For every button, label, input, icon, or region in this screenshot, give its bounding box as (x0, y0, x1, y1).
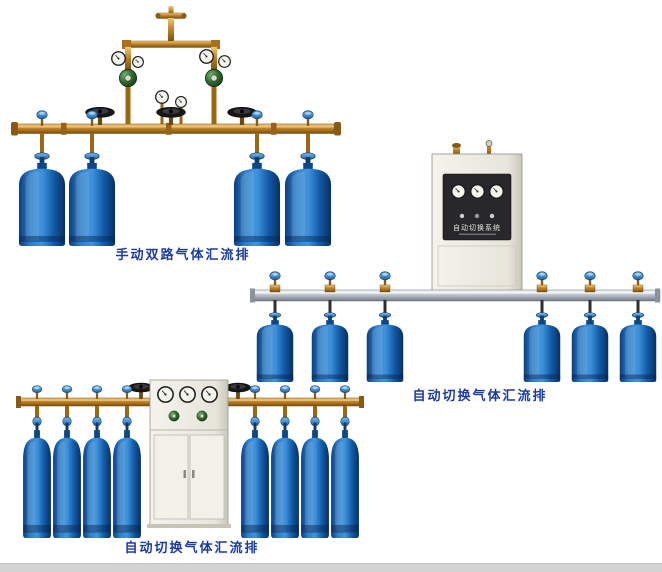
cabinet-door (189, 434, 225, 520)
gas-cylinder (68, 152, 116, 246)
gas-cylinder (52, 416, 82, 538)
blue-valve-knob-icon (269, 271, 281, 287)
pressure-gauge-icon (179, 386, 196, 403)
caption-auto-switch-wall: 自动切换气体汇流排 (412, 389, 548, 404)
pressure-gauge-icon (201, 386, 218, 403)
blue-valve-knob-icon (279, 385, 291, 399)
regulator-station-right (199, 49, 231, 124)
main-manifold-pipe (11, 122, 341, 136)
regulator-icon (168, 410, 180, 422)
regulator-icon (204, 69, 224, 88)
cabinet-panel-title: 自动切换系统 (453, 223, 501, 232)
illustration-manual-dual-manifold (11, 6, 341, 246)
cylinder-station (300, 385, 330, 538)
cylinder-station (256, 271, 294, 382)
pressure-gauge-icon (132, 56, 144, 68)
pressure-gauge-icon (111, 51, 126, 66)
cylinder-station (22, 385, 52, 538)
pressure-gauge-icon (199, 49, 214, 64)
regulator-icon (119, 69, 138, 88)
regulator-station-left (111, 51, 144, 124)
manifold-pipe (250, 288, 661, 303)
cylinder-station (68, 110, 116, 246)
blue-valve-knob-icon (632, 271, 644, 287)
gas-cylinder (112, 416, 142, 538)
cylinder-station (270, 385, 300, 538)
pressure-gauge-icon (175, 96, 187, 108)
cylinder-station (366, 271, 404, 382)
footer-strip (0, 563, 662, 572)
caption-auto-switch-floor: 自动切换气体汇流排 (124, 541, 260, 556)
blue-valve-knob-icon (379, 271, 391, 287)
cylinder-station (233, 110, 281, 246)
gas-cylinder (240, 416, 270, 538)
blue-valve-knob-icon (249, 385, 261, 399)
pressure-gauge-icon (489, 184, 504, 199)
cylinder-station (112, 385, 142, 538)
control-cabinet: 自动切换系统 (431, 140, 523, 293)
blue-valve-knob-icon (36, 110, 48, 126)
cylinder-station (619, 271, 657, 382)
gas-cylinder (270, 416, 300, 538)
gas-cylinder (619, 312, 657, 382)
blue-valve-knob-icon (324, 271, 336, 287)
blue-valve-knob-icon (31, 385, 43, 399)
gas-cylinder (330, 416, 360, 538)
cylinder-station (571, 271, 609, 382)
illustration-auto-switch-floor (16, 379, 364, 538)
indicator-light (474, 213, 480, 219)
control-cabinet (147, 379, 231, 528)
pressure-gauge-icon (451, 184, 466, 199)
cylinder-station (330, 385, 360, 538)
cylinder-station (284, 110, 332, 246)
gas-cylinder (18, 152, 66, 246)
cylinder-station (82, 385, 112, 538)
valve-handwheel-icon (224, 382, 252, 399)
caption-manual-dual-manifold: 手动双路气体汇流排 (115, 248, 251, 263)
cylinder-station (18, 110, 66, 246)
cylinder-station (311, 271, 349, 382)
cylinder-station (523, 271, 561, 382)
blue-valve-knob-icon (302, 110, 314, 126)
gas-cylinder (523, 312, 561, 382)
cabinet-door (153, 434, 189, 520)
blue-valve-knob-icon (309, 385, 321, 399)
pressure-gauge-icon (157, 386, 174, 403)
blue-valve-knob-icon (61, 385, 73, 399)
pressure-gauge-icon (470, 184, 485, 199)
gas-cylinder (82, 416, 112, 538)
blue-valve-knob-icon (584, 271, 596, 287)
blue-valve-knob-icon (86, 110, 98, 126)
blue-valve-knob-icon (536, 271, 548, 287)
blue-valve-knob-icon (121, 385, 133, 399)
top-header-assembly (122, 6, 220, 70)
indicator-light (459, 213, 465, 219)
indicator-light (489, 213, 495, 219)
blue-valve-knob-icon (251, 110, 263, 126)
blue-valve-knob-icon (339, 385, 351, 399)
gas-cylinder (300, 416, 330, 538)
cylinder-station (52, 385, 82, 538)
blue-valve-knob-icon (91, 385, 103, 399)
pressure-gauge-icon (155, 90, 169, 104)
regulator-icon (196, 410, 208, 422)
gas-cylinder (571, 312, 609, 382)
pressure-gauge-icon (218, 55, 231, 68)
cylinder-station (240, 385, 270, 538)
illustration-auto-switch-wall: 自动切换系统 (250, 140, 661, 382)
gas-cylinder (366, 312, 404, 382)
gas-cylinder (22, 416, 52, 538)
